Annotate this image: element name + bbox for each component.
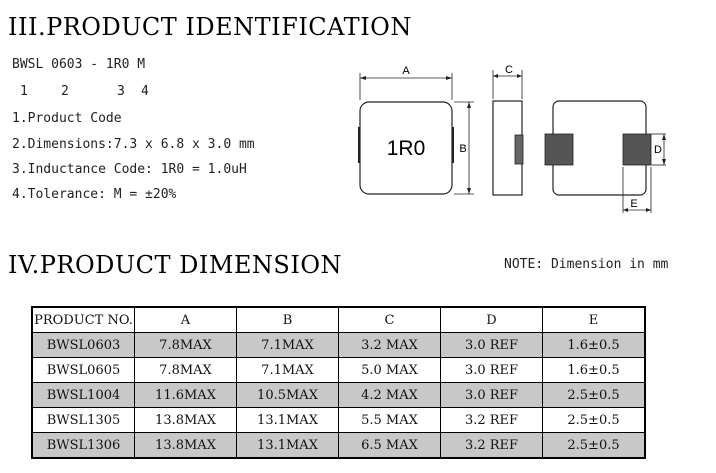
table-cell: 11.6MAX (134, 382, 237, 408)
dim-label-d: D (654, 144, 662, 156)
part-number-example: BWSL 0603 - 1R0 M (12, 57, 146, 72)
table-cell: 2.5±0.5 (542, 432, 646, 459)
dim-label-a: A (402, 65, 410, 77)
table-header-row: PRODUCT NO. A B C D E (31, 306, 646, 333)
table-header-cell: D (440, 306, 543, 333)
table-header-cell: PRODUCT NO. (31, 306, 135, 333)
table-cell: 7.1MAX (236, 332, 339, 358)
table-row: BWSL1305 13.8MAX 13.1MAX 5.5 MAX 3.2 REF… (31, 407, 646, 433)
table-header-cell: B (236, 306, 339, 333)
table-header-cell: C (338, 306, 441, 333)
table-header-cell: E (542, 306, 646, 333)
table-cell: 3.0 REF (440, 332, 543, 358)
code-digit-1: 1 (20, 84, 28, 99)
inductor-outline-drawing: A B 1R0 C D E (358, 64, 666, 213)
table-cell: 13.1MAX (236, 432, 339, 459)
table-cell: 10.5MAX (236, 382, 339, 408)
table-cell: 4.2 MAX (338, 382, 441, 408)
table-cell: BWSL1305 (31, 407, 135, 433)
dim-label-c: C (505, 64, 513, 76)
table-cell: 1.6±0.5 (542, 357, 646, 383)
part-marking: 1R0 (387, 137, 426, 160)
section-title-identification: III.PRODUCT IDENTIFICATION (8, 13, 412, 41)
table-cell: 13.1MAX (236, 407, 339, 433)
table-row: BWSL1004 11.6MAX 10.5MAX 4.2 MAX 3.0 REF… (31, 382, 646, 408)
table-cell: BWSL0605 (31, 357, 135, 383)
table-cell: 3.2 REF (440, 407, 543, 433)
dimension-table: PRODUCT NO. A B C D E BWSL0603 7.8MAX 7.… (31, 306, 646, 459)
table-cell: 7.1MAX (236, 357, 339, 383)
table-cell: 7.8MAX (134, 332, 237, 358)
table-cell: 2.5±0.5 (542, 382, 646, 408)
table-cell: 2.5±0.5 (542, 407, 646, 433)
table-cell: BWSL1004 (31, 382, 135, 408)
side-view: C (492, 64, 524, 196)
table-cell: 7.8MAX (134, 357, 237, 383)
table-cell: 3.2 REF (440, 432, 543, 459)
table-cell: 5.0 MAX (338, 357, 441, 383)
section-title-dimension: IV.PRODUCT DIMENSION (8, 251, 343, 279)
table-cell: 3.0 REF (440, 382, 543, 408)
code-digit-4: 4 (141, 84, 149, 99)
table-row: BWSL0603 7.8MAX 7.1MAX 3.2 MAX 3.0 REF 1… (31, 332, 646, 358)
dim-label-e: E (630, 198, 637, 210)
table-cell: 6.5 MAX (338, 432, 441, 459)
table-row: BWSL1306 13.8MAX 13.1MAX 6.5 MAX 3.2 REF… (31, 432, 646, 459)
legend-dimensions: 2.Dimensions:7.3 x 6.8 x 3.0 mm (12, 137, 255, 152)
legend-product-code: 1.Product Code (12, 111, 122, 126)
table-cell: BWSL1306 (31, 432, 135, 459)
table-cell: 3.0 REF (440, 357, 543, 383)
bottom-view: D E (544, 100, 666, 213)
table-cell: 3.2 MAX (338, 332, 441, 358)
table-cell: BWSL0603 (31, 332, 135, 358)
table-row: BWSL0605 7.8MAX 7.1MAX 5.0 MAX 3.0 REF 1… (31, 357, 646, 383)
table-cell: 1.6±0.5 (542, 332, 646, 358)
dim-label-b: B (459, 143, 466, 155)
legend-tolerance: 4.Tolerance: M = ±20% (12, 187, 177, 202)
code-digit-3: 3 (117, 84, 125, 99)
table-cell: 13.8MAX (134, 407, 237, 433)
top-view: A B 1R0 (358, 65, 474, 195)
table-cell: 5.5 MAX (338, 407, 441, 433)
table-header-cell: A (134, 306, 237, 333)
legend-inductance: 3.Inductance Code: 1R0 = 1.0uH (12, 162, 247, 177)
code-digit-2: 2 (61, 84, 69, 99)
dimension-unit-note: NOTE: Dimension in mm (504, 257, 669, 272)
table-cell: 13.8MAX (134, 432, 237, 459)
